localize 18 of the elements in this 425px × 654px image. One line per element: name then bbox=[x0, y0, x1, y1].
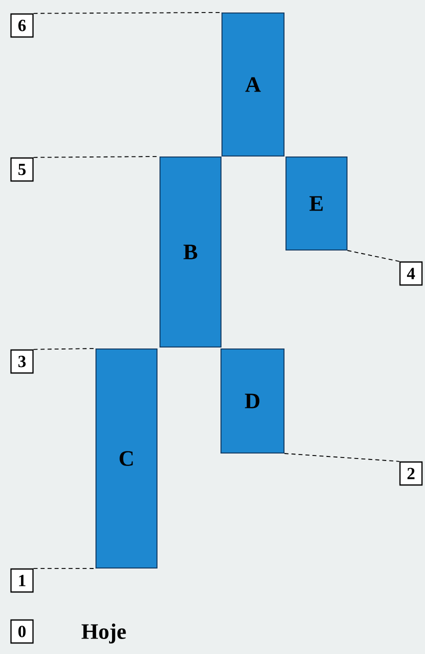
time-marker-box: 2 bbox=[399, 461, 423, 486]
leader-line bbox=[347, 250, 400, 262]
leader-line bbox=[33, 348, 96, 350]
time-marker-box: 6 bbox=[10, 13, 34, 38]
task-bar: C bbox=[96, 348, 158, 568]
task-bar: A bbox=[222, 12, 284, 156]
leader-line bbox=[284, 453, 400, 462]
time-label: Hoje bbox=[82, 624, 126, 644]
task-bar: E bbox=[286, 156, 348, 250]
time-marker-box: 3 bbox=[10, 349, 34, 374]
leader-line bbox=[33, 12, 222, 14]
task-bar: D bbox=[220, 348, 284, 454]
task-bar: B bbox=[160, 156, 222, 348]
time-marker-box: 1 bbox=[10, 568, 34, 593]
time-marker-box: 5 bbox=[10, 157, 34, 182]
time-marker-box: 4 bbox=[399, 261, 423, 286]
leader-line bbox=[33, 568, 96, 569]
time-marker-box: 0 bbox=[10, 619, 34, 644]
